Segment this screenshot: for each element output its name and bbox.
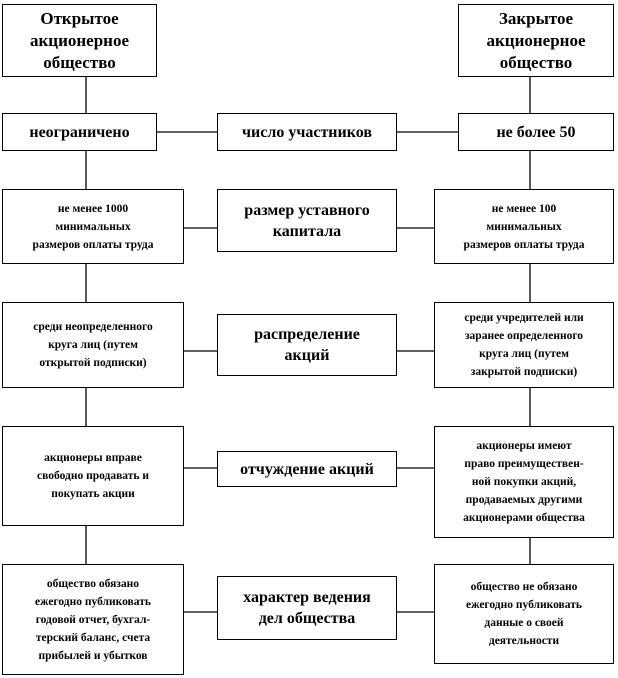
- open-company-header: Открытое акционерное общество: [2, 4, 157, 77]
- criterion-participants-box: число участников: [217, 113, 397, 151]
- criterion-alienation-box: отчуждение акций: [217, 451, 397, 487]
- closed-company-header-text: Закрытое акционерное общество: [486, 8, 586, 72]
- closed-distribution-box: среди учредителей или заранее определенн…: [434, 302, 614, 388]
- open-company-header-text: Открытое акционерное общество: [29, 8, 130, 72]
- criterion-distribution-box: распределение акций: [217, 314, 397, 376]
- criterion-capital-box: размер уставного капитала: [217, 189, 397, 252]
- open-alienation-box: акционеры вправе свободно продавать и по…: [2, 426, 184, 526]
- closed-participants-box: не более 50: [458, 113, 614, 151]
- criterion-business-conduct-box: характер ведения дел общества: [217, 576, 397, 640]
- closed-company-header: Закрытое акционерное общество: [458, 4, 614, 77]
- closed-capital-box: не менее 100 минимальных размеров оплаты…: [434, 189, 614, 264]
- closed-business-conduct-box: общество не обязано ежегодно публиковать…: [434, 564, 614, 664]
- open-distribution-box: среди неопределенного круга лиц (путем о…: [2, 302, 184, 388]
- closed-alienation-box: акционеры имеют право преимуществен- ной…: [434, 426, 614, 538]
- open-participants-box: неограничено: [2, 113, 157, 151]
- open-capital-box: не менее 1000 минимальных размеров оплат…: [2, 189, 184, 264]
- open-business-conduct-box: общество обязано ежегодно публиковать го…: [2, 564, 184, 675]
